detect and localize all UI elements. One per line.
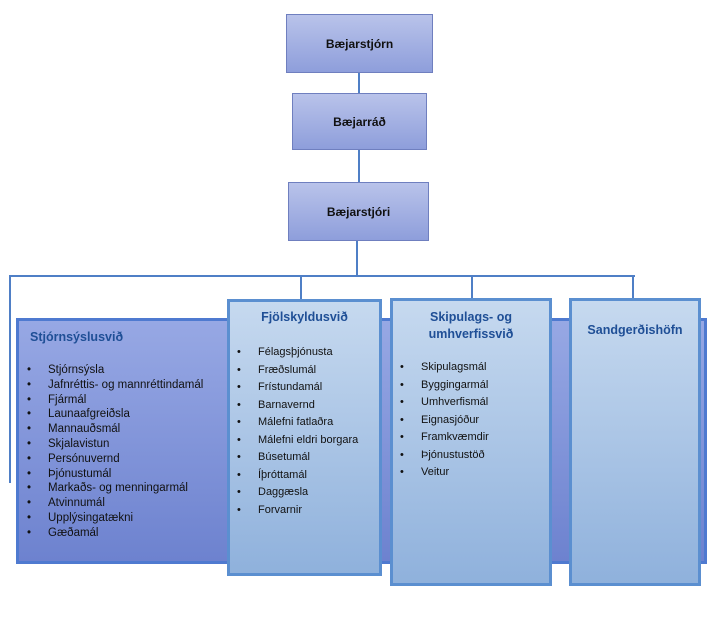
- department-title: Fjölskyldusvið: [261, 310, 348, 324]
- list-item: Skjalavistun: [26, 437, 203, 452]
- department-item-list: Stjórnsýsla Jafnréttis- og mannréttindam…: [26, 363, 203, 541]
- list-item: Fræðslumál: [236, 362, 371, 380]
- connector-bus-horizontal: [9, 275, 635, 277]
- list-item: Jafnréttis- og mannréttindamál: [26, 378, 203, 393]
- list-item: Mannauðsmál: [26, 422, 203, 437]
- list-item: Umhverfismál: [399, 394, 544, 412]
- connector-drop-fjolskyldusvid: [300, 275, 302, 300]
- committee-label: Bæjarráð: [333, 114, 386, 129]
- list-item: Þjónustumál: [26, 467, 203, 482]
- list-item: Daggæsla: [236, 484, 371, 502]
- list-item: Íþróttamál: [236, 467, 371, 485]
- department-item-list: Skipulagsmál Byggingarmál Umhverfismál E…: [399, 359, 544, 482]
- list-item: Málefni fatlaðra: [236, 414, 371, 432]
- list-item: Framkvæmdir: [399, 429, 544, 447]
- list-item: Barnavernd: [236, 397, 371, 415]
- list-item: Persónuvernd: [26, 452, 203, 467]
- list-item: Búsetumál: [236, 449, 371, 467]
- list-item: Fjármál: [26, 393, 203, 408]
- list-item: Forvarnir: [236, 502, 371, 520]
- list-item: Félagsþjónusta: [236, 344, 371, 362]
- list-item: Veitur: [399, 464, 544, 482]
- department-title: Sandgerðishöfn: [587, 323, 683, 337]
- list-item: Stjórnsýsla: [26, 363, 203, 378]
- council-box: Bæjarstjórn: [286, 14, 433, 73]
- department-title: Stjórnsýslusvið: [30, 330, 124, 344]
- list-item: Gæðamál: [26, 526, 203, 541]
- department-title: Skipulags- og umhverfissvið: [428, 310, 514, 341]
- committee-box: Bæjarráð: [292, 93, 427, 150]
- council-label: Bæjarstjórn: [325, 36, 394, 51]
- mayor-label: Bæjarstjóri: [326, 204, 391, 219]
- list-item: Atvinnumál: [26, 496, 203, 511]
- mayor-box: Bæjarstjóri: [288, 182, 429, 241]
- connector-council-committee: [358, 73, 360, 93]
- list-item: Markaðs- og menningarmál: [26, 481, 203, 496]
- department-skipulags-og-umhverfissvid: Skipulags- og umhverfissvið Skipulagsmál…: [390, 298, 552, 586]
- list-item: Byggingarmál: [399, 377, 544, 395]
- list-item: Málefni eldri borgara: [236, 432, 371, 450]
- list-item: Þjónustustöð: [399, 447, 544, 465]
- connector-drop-skipulagssvid: [471, 275, 473, 299]
- list-item: Launaafgreiðsla: [26, 407, 203, 422]
- list-item: Eignasjóður: [399, 412, 544, 430]
- connector-left-drop: [9, 275, 11, 483]
- list-item: Frístundamál: [236, 379, 371, 397]
- department-fjolskyldusvid: Fjölskyldusvið Félagsþjónusta Fræðslumál…: [227, 299, 382, 576]
- list-item: Skipulagsmál: [399, 359, 544, 377]
- connector-committee-mayor: [358, 150, 360, 182]
- connector-mayor-bus: [356, 241, 358, 276]
- list-item: Upplýsingatækni: [26, 511, 203, 526]
- department-item-list: Félagsþjónusta Fræðslumál Frístundamál B…: [236, 344, 371, 519]
- connector-drop-sandgerdishofn: [632, 275, 634, 299]
- department-sandgerdishofn: Sandgerðishöfn: [569, 298, 701, 586]
